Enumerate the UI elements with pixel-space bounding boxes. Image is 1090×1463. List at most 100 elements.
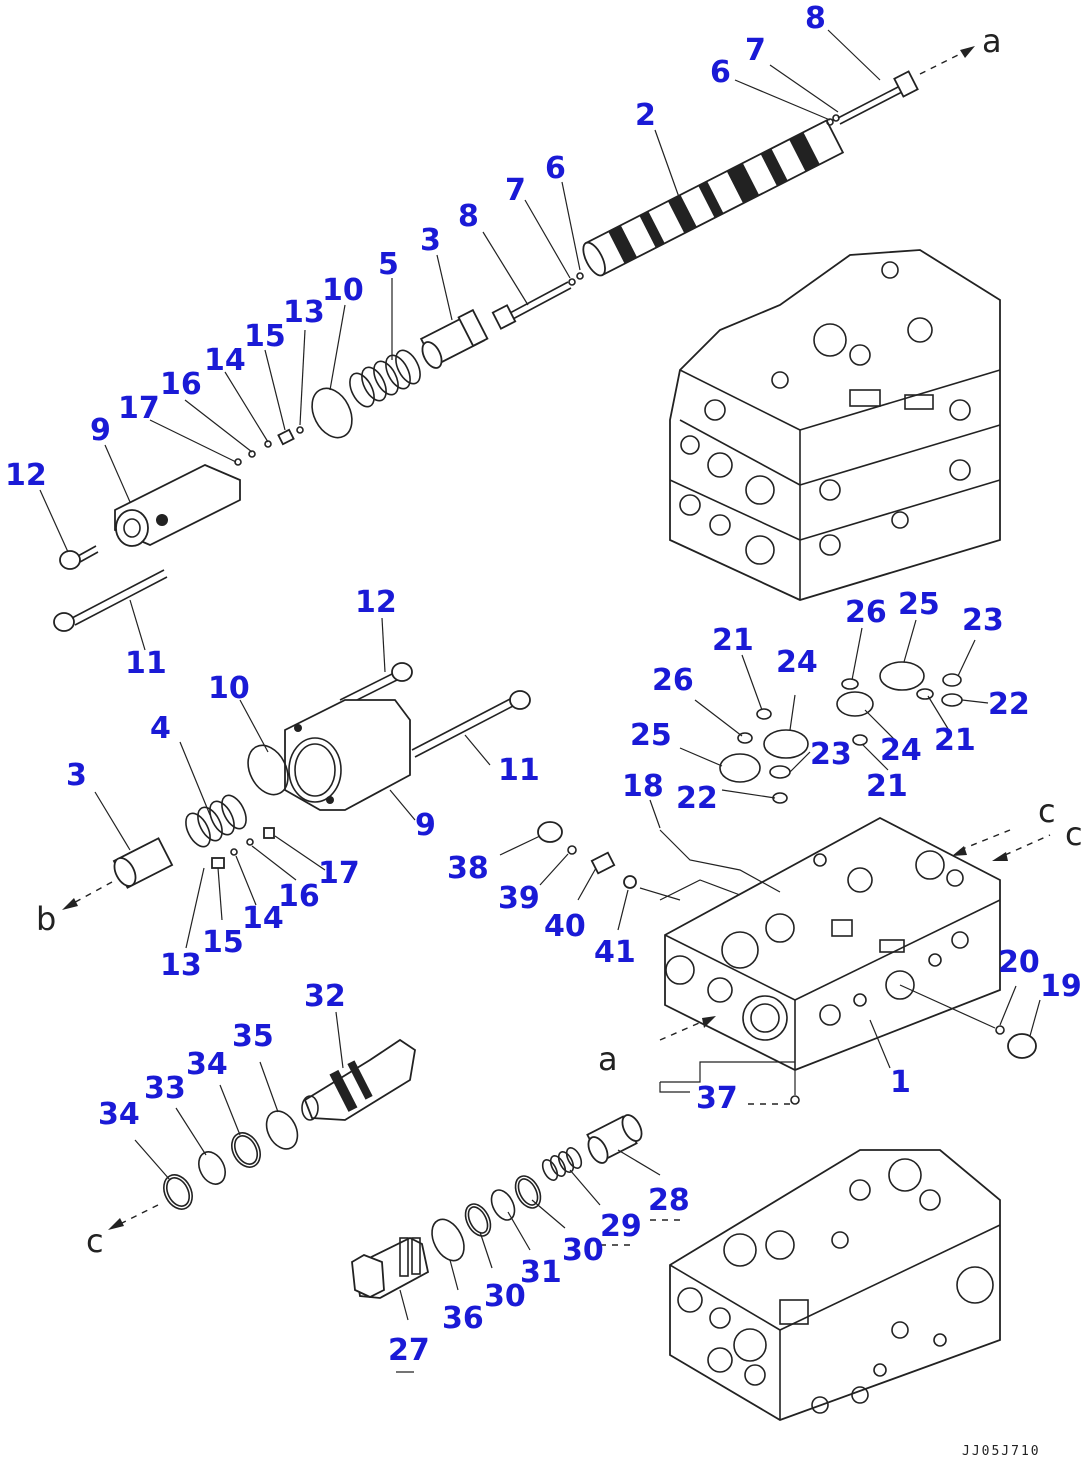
callout-8: 8 — [805, 1, 826, 36]
parts-38-41 — [537, 821, 781, 901]
svg-text:c: c — [86, 1222, 104, 1260]
callout-11: 11 — [125, 646, 167, 681]
rings-33-35 — [163, 1110, 299, 1210]
rings-30-31-36 — [431, 1175, 542, 1262]
callout-5: 5 — [378, 247, 399, 282]
callout-18: 18 — [622, 769, 664, 804]
callout-17: 17 — [318, 856, 360, 891]
callout-34: 34 — [98, 1097, 140, 1132]
part-4-spring — [185, 794, 247, 848]
body-connectors: c c a — [598, 792, 1083, 1105]
callout-31: 31 — [520, 1255, 562, 1290]
seal-rings — [719, 661, 963, 804]
part-3-retainer-lower — [112, 837, 174, 889]
callout-30: 30 — [484, 1279, 526, 1314]
callout-16: 16 — [160, 367, 202, 402]
spool-assembly-middle: b — [36, 662, 531, 938]
callout-9: 9 — [90, 413, 111, 448]
callout-36: 36 — [442, 1301, 484, 1336]
part-5-spring — [349, 349, 421, 408]
callout-26: 26 — [845, 595, 887, 630]
callout-37: 37 — [696, 1081, 738, 1116]
callout-labels: 8 7 6 2 6 7 8 3 5 10 13 15 14 16 17 9 12… — [5, 1, 1082, 1368]
callout-32: 32 — [304, 979, 346, 1014]
connector-a-top: a — [919, 22, 1002, 75]
callout-14: 14 — [204, 343, 246, 378]
callout-29: 29 — [600, 1209, 642, 1244]
callout-24: 24 — [880, 733, 922, 768]
callout-8: 8 — [458, 199, 479, 234]
part-27-plug — [351, 1236, 430, 1299]
callout-13: 13 — [283, 295, 325, 330]
callout-27: 27 — [388, 1333, 430, 1368]
connector-c-left: c — [86, 1204, 159, 1260]
leader-lines-38-41 — [499, 799, 661, 931]
callout-13: 13 — [160, 948, 202, 983]
callout-40: 40 — [544, 909, 586, 944]
callout-41: 41 — [594, 935, 636, 970]
leader-lines-27-31 — [396, 1149, 680, 1373]
callout-20: 20 — [998, 945, 1040, 980]
callout-34: 34 — [186, 1047, 228, 1082]
callout-6: 6 — [710, 55, 731, 90]
drawing-code: JJ05J710 — [962, 1444, 1041, 1459]
svg-text:c: c — [1065, 815, 1083, 853]
valve-block-lower — [669, 1149, 1001, 1421]
part-10-o-ring-lower — [247, 744, 289, 796]
callout-10: 10 — [208, 671, 250, 706]
small-parts-lower — [211, 827, 275, 869]
svg-text:b: b — [36, 900, 56, 938]
part-8-bolt-lower — [491, 272, 584, 330]
callout-7: 7 — [505, 173, 526, 208]
callout-22: 22 — [676, 781, 718, 816]
callout-9: 9 — [415, 808, 436, 843]
callout-30: 30 — [562, 1233, 604, 1268]
parts-19-20 — [869, 984, 1041, 1069]
part-9-case-lower — [284, 699, 411, 811]
callout-25: 25 — [630, 718, 672, 753]
callout-33: 33 — [144, 1071, 186, 1106]
connector-b: b — [36, 881, 113, 938]
part-29-spring — [541, 1147, 583, 1181]
callout-12: 12 — [5, 458, 47, 493]
callout-15: 15 — [244, 319, 286, 354]
svg-text:c: c — [1038, 792, 1056, 830]
svg-text:a: a — [598, 1040, 618, 1078]
spool-assembly-top: a — [53, 22, 1002, 632]
callout-10: 10 — [322, 273, 364, 308]
leader-lines-middle — [94, 617, 491, 949]
callout-21: 21 — [934, 723, 976, 758]
callout-14: 14 — [242, 901, 284, 936]
callout-25: 25 — [898, 587, 940, 622]
leader-lines-top — [39, 29, 881, 651]
callout-28: 28 — [648, 1183, 690, 1218]
callout-39: 39 — [498, 881, 540, 916]
callout-19: 19 — [1040, 969, 1082, 1004]
part-32-valve-plug — [301, 1038, 416, 1121]
callout-12: 12 — [355, 585, 397, 620]
part-28-sleeve — [586, 1114, 643, 1164]
callout-35: 35 — [232, 1019, 274, 1054]
part-11-bolt-upper — [53, 569, 168, 632]
valve-block-upper — [669, 249, 1001, 601]
callout-3: 3 — [420, 223, 441, 258]
part-3-retainer-upper — [419, 308, 489, 369]
part-9-case-upper — [114, 464, 241, 547]
callout-4: 4 — [150, 711, 171, 746]
callout-16: 16 — [278, 879, 320, 914]
part-10-o-ring-upper — [311, 387, 353, 439]
part-2-spool — [582, 119, 845, 277]
callout-11: 11 — [498, 753, 540, 788]
callout-21: 21 — [866, 769, 908, 804]
callout-6: 6 — [545, 151, 566, 186]
svg-text:a: a — [982, 22, 1002, 60]
leader-lines-32-35 — [134, 1011, 344, 1181]
callout-15: 15 — [202, 925, 244, 960]
part-12-bolt-upper — [59, 545, 99, 570]
part-1-valve-body — [664, 816, 1001, 1071]
part-8-bolt-upper — [826, 70, 919, 126]
callout-7: 7 — [745, 33, 766, 68]
callout-17: 17 — [118, 391, 160, 426]
callout-21: 21 — [712, 623, 754, 658]
